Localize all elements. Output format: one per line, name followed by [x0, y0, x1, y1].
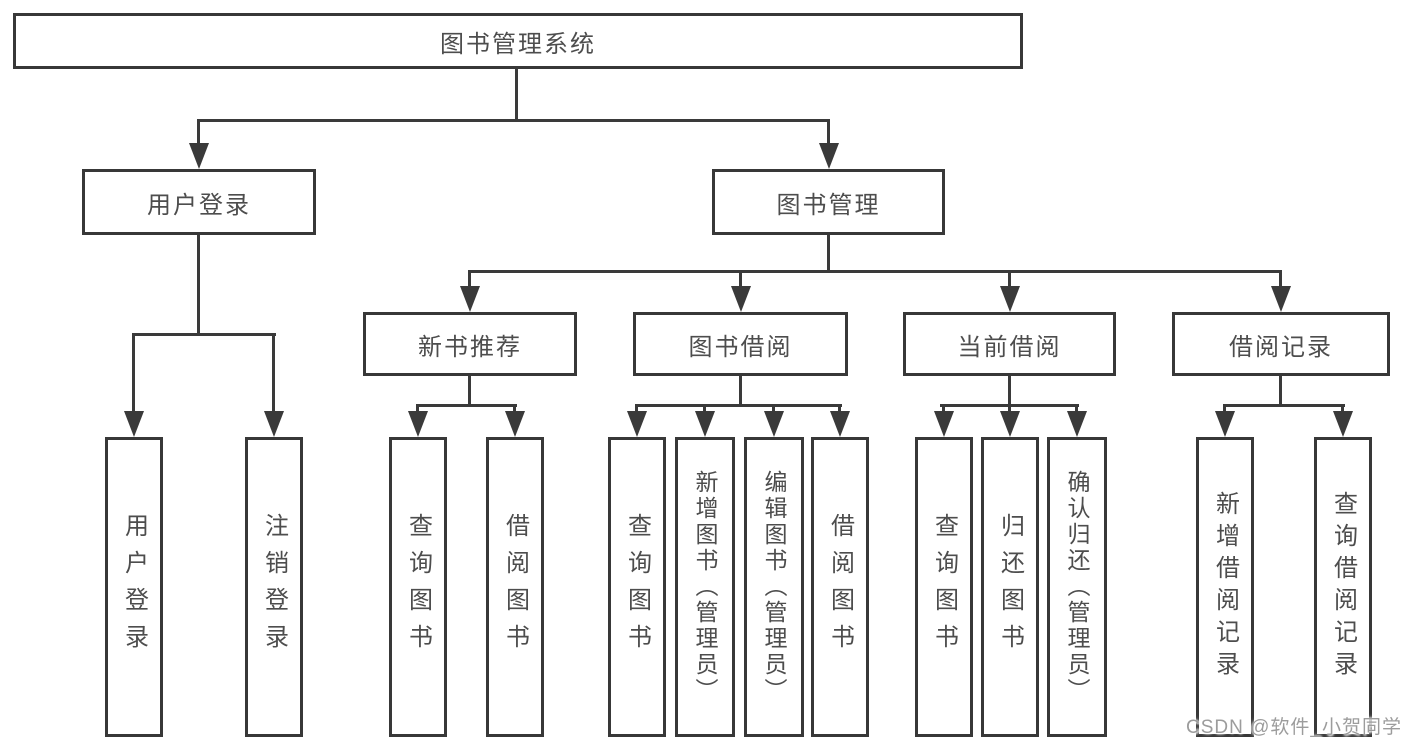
node-user-login-label: 用户登录: [147, 191, 251, 219]
leaf-cb-confirm-return-admin-label: 确认归还（管理员）: [1064, 470, 1090, 704]
arrowhead-icon: [627, 411, 647, 437]
leaf-cb-return-books-label: 归还图书: [996, 513, 1024, 661]
leaf-nbr-query-books-label: 查询图书: [404, 513, 432, 661]
arrow-stem: [1223, 404, 1226, 415]
arrowhead-icon: [124, 411, 144, 437]
arrowhead-icon: [731, 286, 751, 312]
node-user-login: 用户登录: [82, 169, 316, 235]
arrowhead-icon: [408, 411, 428, 437]
arrowhead-icon: [460, 286, 480, 312]
connector-borrow-record-stem: [1279, 375, 1282, 407]
arrowhead-icon: [264, 411, 284, 437]
connector-book-borrow-branch: [635, 404, 842, 407]
arrow-stem: [1075, 404, 1078, 415]
arrowhead-icon: [764, 411, 784, 437]
leaf-bb-query-books: 查询图书: [608, 437, 666, 737]
arrowhead-icon: [1271, 286, 1291, 312]
node-root-label: 图书管理系统: [440, 30, 596, 58]
arrowhead-icon: [934, 411, 954, 437]
node-borrow-records: 借阅记录: [1172, 312, 1390, 376]
leaf-cb-query-books-label: 查询图书: [930, 513, 958, 661]
leaf-cb-return-books: 归还图书: [981, 437, 1039, 737]
connector-book-mgmt-stem: [827, 234, 830, 273]
arrow-stem: [772, 404, 775, 415]
arrow-stem: [1008, 270, 1011, 290]
arrow-stem: [1341, 404, 1344, 415]
leaf-user-login: 用户登录: [105, 437, 163, 737]
leaf-br-add-record: 新增借阅记录: [1196, 437, 1254, 737]
leaf-user-login-label: 用户登录: [120, 513, 148, 661]
connector-book-borrow-stem: [739, 375, 742, 407]
arrow-stem: [272, 333, 275, 415]
arrow-stem: [416, 404, 419, 415]
leaf-bb-borrow-books: 借阅图书: [811, 437, 869, 737]
connector-book-mgmt-branch: [468, 270, 1282, 273]
leaf-br-query-record-label: 查询借阅记录: [1329, 491, 1357, 683]
connector-user-login-branch: [132, 333, 276, 336]
leaf-bb-add-books-admin-label: 新增图书（管理员）: [692, 470, 718, 704]
arrowhead-icon: [819, 143, 839, 169]
connector-user-login-stem: [197, 234, 200, 335]
leaf-br-query-record: 查询借阅记录: [1314, 437, 1372, 737]
csdn-watermark: CSDN @软件_小贺同学: [1186, 717, 1402, 738]
leaf-logout-label: 注销登录: [260, 513, 288, 661]
leaf-cb-query-books: 查询图书: [915, 437, 973, 737]
arrow-stem: [838, 404, 841, 415]
arrowhead-icon: [1215, 411, 1235, 437]
arrow-stem: [942, 404, 945, 415]
arrow-stem: [197, 119, 200, 149]
connector-root-stem: [515, 67, 518, 121]
leaf-logout: 注销登录: [245, 437, 303, 737]
connector-new-book-branch: [416, 404, 517, 407]
leaf-bb-edit-books-admin-label: 编辑图书（管理员）: [761, 470, 787, 704]
node-new-book-recommend: 新书推荐: [363, 312, 577, 376]
node-current-borrowing: 当前借阅: [903, 312, 1116, 376]
node-root: 图书管理系统: [13, 13, 1023, 69]
leaf-nbr-query-books: 查询图书: [389, 437, 447, 737]
arrowhead-icon: [1000, 286, 1020, 312]
node-borrow-records-label: 借阅记录: [1229, 333, 1333, 361]
leaf-bb-edit-books-admin: 编辑图书（管理员）: [744, 437, 804, 737]
arrow-stem: [468, 270, 471, 290]
leaf-bb-add-books-admin: 新增图书（管理员）: [675, 437, 735, 737]
arrowhead-icon: [189, 143, 209, 169]
arrow-stem: [703, 404, 706, 415]
connector-borrow-record-branch: [1223, 404, 1345, 407]
node-book-borrowing: 图书借阅: [633, 312, 848, 376]
arrowhead-icon: [1067, 411, 1087, 437]
node-new-book-recommend-label: 新书推荐: [418, 333, 522, 361]
arrowhead-icon: [1000, 411, 1020, 437]
connector-new-book-stem: [468, 375, 471, 407]
arrowhead-icon: [830, 411, 850, 437]
connector-current-borrow-stem: [1008, 375, 1011, 407]
arrow-stem: [635, 404, 638, 415]
arrow-stem: [739, 270, 742, 290]
node-current-borrowing-label: 当前借阅: [957, 333, 1062, 361]
connector-level1-branch: [197, 119, 830, 122]
arrow-stem: [132, 333, 135, 415]
leaf-nbr-borrow-books-label: 借阅图书: [501, 513, 529, 661]
node-book-borrowing-label: 图书借阅: [688, 333, 793, 361]
node-book-management-label: 图书管理: [776, 191, 881, 219]
arrow-stem: [1279, 270, 1282, 290]
arrowhead-icon: [1333, 411, 1353, 437]
leaf-bb-borrow-books-label: 借阅图书: [826, 513, 854, 661]
arrow-stem: [827, 119, 830, 149]
leaf-cb-confirm-return-admin: 确认归还（管理员）: [1047, 437, 1107, 737]
arrow-stem: [1008, 404, 1011, 415]
leaf-nbr-borrow-books: 借阅图书: [486, 437, 544, 737]
leaf-bb-query-books-label: 查询图书: [623, 513, 651, 661]
arrow-stem: [513, 404, 516, 415]
leaf-br-add-record-label: 新增借阅记录: [1211, 491, 1239, 683]
arrowhead-icon: [695, 411, 715, 437]
arrowhead-icon: [505, 411, 525, 437]
node-book-management: 图书管理: [712, 169, 945, 235]
